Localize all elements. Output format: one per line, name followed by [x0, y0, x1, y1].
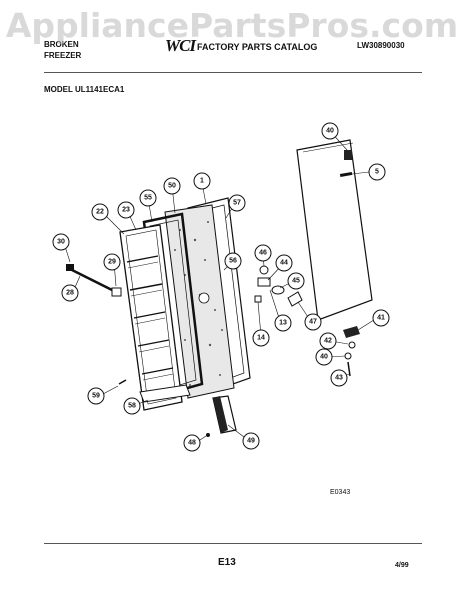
brand-label: BROKEN	[44, 40, 79, 49]
callout-41: 41	[372, 309, 390, 327]
callout-57: 57	[228, 194, 246, 212]
callout-45: 45	[287, 272, 305, 290]
callout-44: 44	[275, 254, 293, 272]
svg-text:28: 28	[66, 290, 74, 297]
svg-text:57: 57	[233, 200, 241, 207]
svg-text:22: 22	[96, 209, 104, 216]
svg-text:50: 50	[168, 183, 176, 190]
catalog-title: FACTORY PARTS CATALOG	[197, 42, 318, 52]
svg-text:47: 47	[309, 319, 317, 326]
callout-14: 14	[252, 329, 270, 347]
callout-40-bottom: 40	[315, 348, 333, 366]
shelf-bar	[66, 264, 122, 297]
svg-text:58: 58	[128, 403, 136, 410]
svg-text:40: 40	[326, 128, 334, 135]
svg-text:44: 44	[280, 260, 288, 267]
header-rule	[44, 72, 422, 73]
svg-text:41: 41	[377, 315, 385, 322]
bottom-bracket	[206, 395, 237, 437]
svg-text:48: 48	[188, 440, 196, 447]
callout-5: 5	[368, 163, 386, 181]
svg-text:1: 1	[200, 178, 204, 185]
footer-rule	[44, 543, 422, 544]
callout-42: 42	[319, 332, 337, 350]
category-label: FREEZER	[44, 51, 82, 60]
callout-48: 48	[183, 434, 201, 452]
callout-47: 47	[304, 313, 322, 331]
svg-text:43: 43	[335, 375, 343, 382]
catalog-code: LW30890030	[357, 41, 405, 50]
svg-text:5: 5	[375, 169, 379, 176]
wci-logo: WCI	[165, 36, 196, 55]
svg-text:14: 14	[257, 335, 265, 342]
screw-59	[118, 379, 127, 385]
callout-29: 29	[103, 253, 121, 271]
callout-43: 43	[330, 369, 348, 387]
svg-text:46: 46	[259, 250, 267, 257]
svg-text:45: 45	[292, 278, 300, 285]
outer-door-panel	[296, 139, 373, 321]
page-number: E13	[218, 557, 236, 568]
model-label: MODEL UL1141ECA1	[44, 85, 125, 94]
callout-23: 23	[117, 201, 135, 219]
svg-text:13: 13	[279, 320, 287, 327]
figure-code: E0343	[330, 489, 351, 496]
svg-text:42: 42	[324, 338, 332, 345]
callout-58: 58	[123, 397, 141, 415]
callout-1: 1	[193, 172, 211, 190]
callout-49: 49	[242, 432, 260, 450]
callout-30: 30	[52, 233, 70, 251]
callout-28: 28	[61, 284, 79, 302]
callout-46: 46	[254, 244, 272, 262]
svg-text:49: 49	[247, 438, 255, 445]
revision-date: 4/99	[395, 562, 409, 569]
svg-text:30: 30	[57, 239, 65, 246]
callout-40-top: 40	[321, 122, 339, 140]
hinge-assembly	[254, 150, 360, 377]
inner-door-liner	[119, 224, 183, 411]
callout-55: 55	[139, 189, 157, 207]
svg-text:56: 56	[229, 258, 237, 265]
callout-59: 59	[87, 387, 105, 405]
svg-text:59: 59	[92, 393, 100, 400]
svg-text:23: 23	[122, 207, 130, 214]
svg-text:40: 40	[320, 354, 328, 361]
callout-13: 13	[274, 314, 292, 332]
svg-text:55: 55	[144, 195, 152, 202]
bottom-trim	[139, 384, 191, 403]
door-insulation	[164, 204, 235, 399]
svg-text:29: 29	[108, 259, 116, 266]
callout-56: 56	[224, 252, 242, 270]
callout-50: 50	[163, 177, 181, 195]
callout-22: 22	[91, 203, 109, 221]
